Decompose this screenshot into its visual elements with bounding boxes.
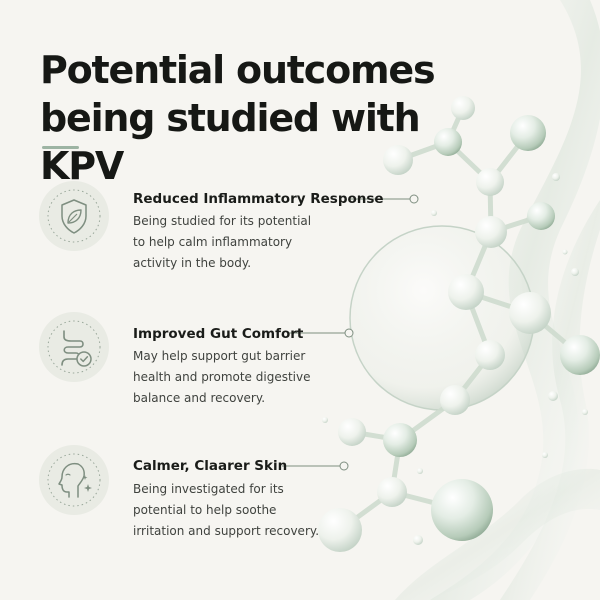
description-line: irritation and support recovery.: [133, 524, 320, 538]
page-title: Potential outcomes being studied with KP…: [40, 46, 480, 190]
glass-bubble: [349, 225, 535, 411]
benefit-title-skin: Calmer, Claarer Skin: [133, 458, 288, 474]
benefit-title-inflammatory: Reduced Inflammatory Response: [133, 191, 384, 207]
page-title-line-1: Potential outcomes: [40, 48, 436, 92]
description-line: to help calm inflammatory: [133, 235, 293, 249]
droplets: [322, 173, 588, 545]
benefit-title-gut: Improved Gut Comfort: [133, 326, 304, 342]
benefit-description-gut: May help support gut barrier health and …: [133, 346, 333, 409]
connector-lines: [282, 194, 419, 471]
face-sparkle-icon: [39, 445, 109, 515]
intestine-check-icon: [39, 312, 109, 382]
description-line: Being studied for its potential: [133, 214, 312, 228]
description-line: activity in the body.: [133, 256, 252, 270]
title-underline: [42, 146, 79, 149]
description-line: May help support gut barrier: [133, 349, 306, 363]
description-line: potential to help soothe: [133, 503, 277, 517]
shield-leaf-icon: [39, 181, 109, 251]
benefit-description-inflammatory: Being studied for its potential to help …: [133, 211, 333, 274]
page-title-line-2: being studied with KPV: [40, 96, 421, 188]
description-line: Being investigated for its: [133, 482, 284, 496]
molecule-atoms: [318, 96, 600, 552]
description-line: balance and recovery.: [133, 391, 266, 405]
benefit-description-skin: Being investigated for its potential to …: [133, 479, 333, 542]
description-line: health and promote digestive: [133, 370, 311, 384]
